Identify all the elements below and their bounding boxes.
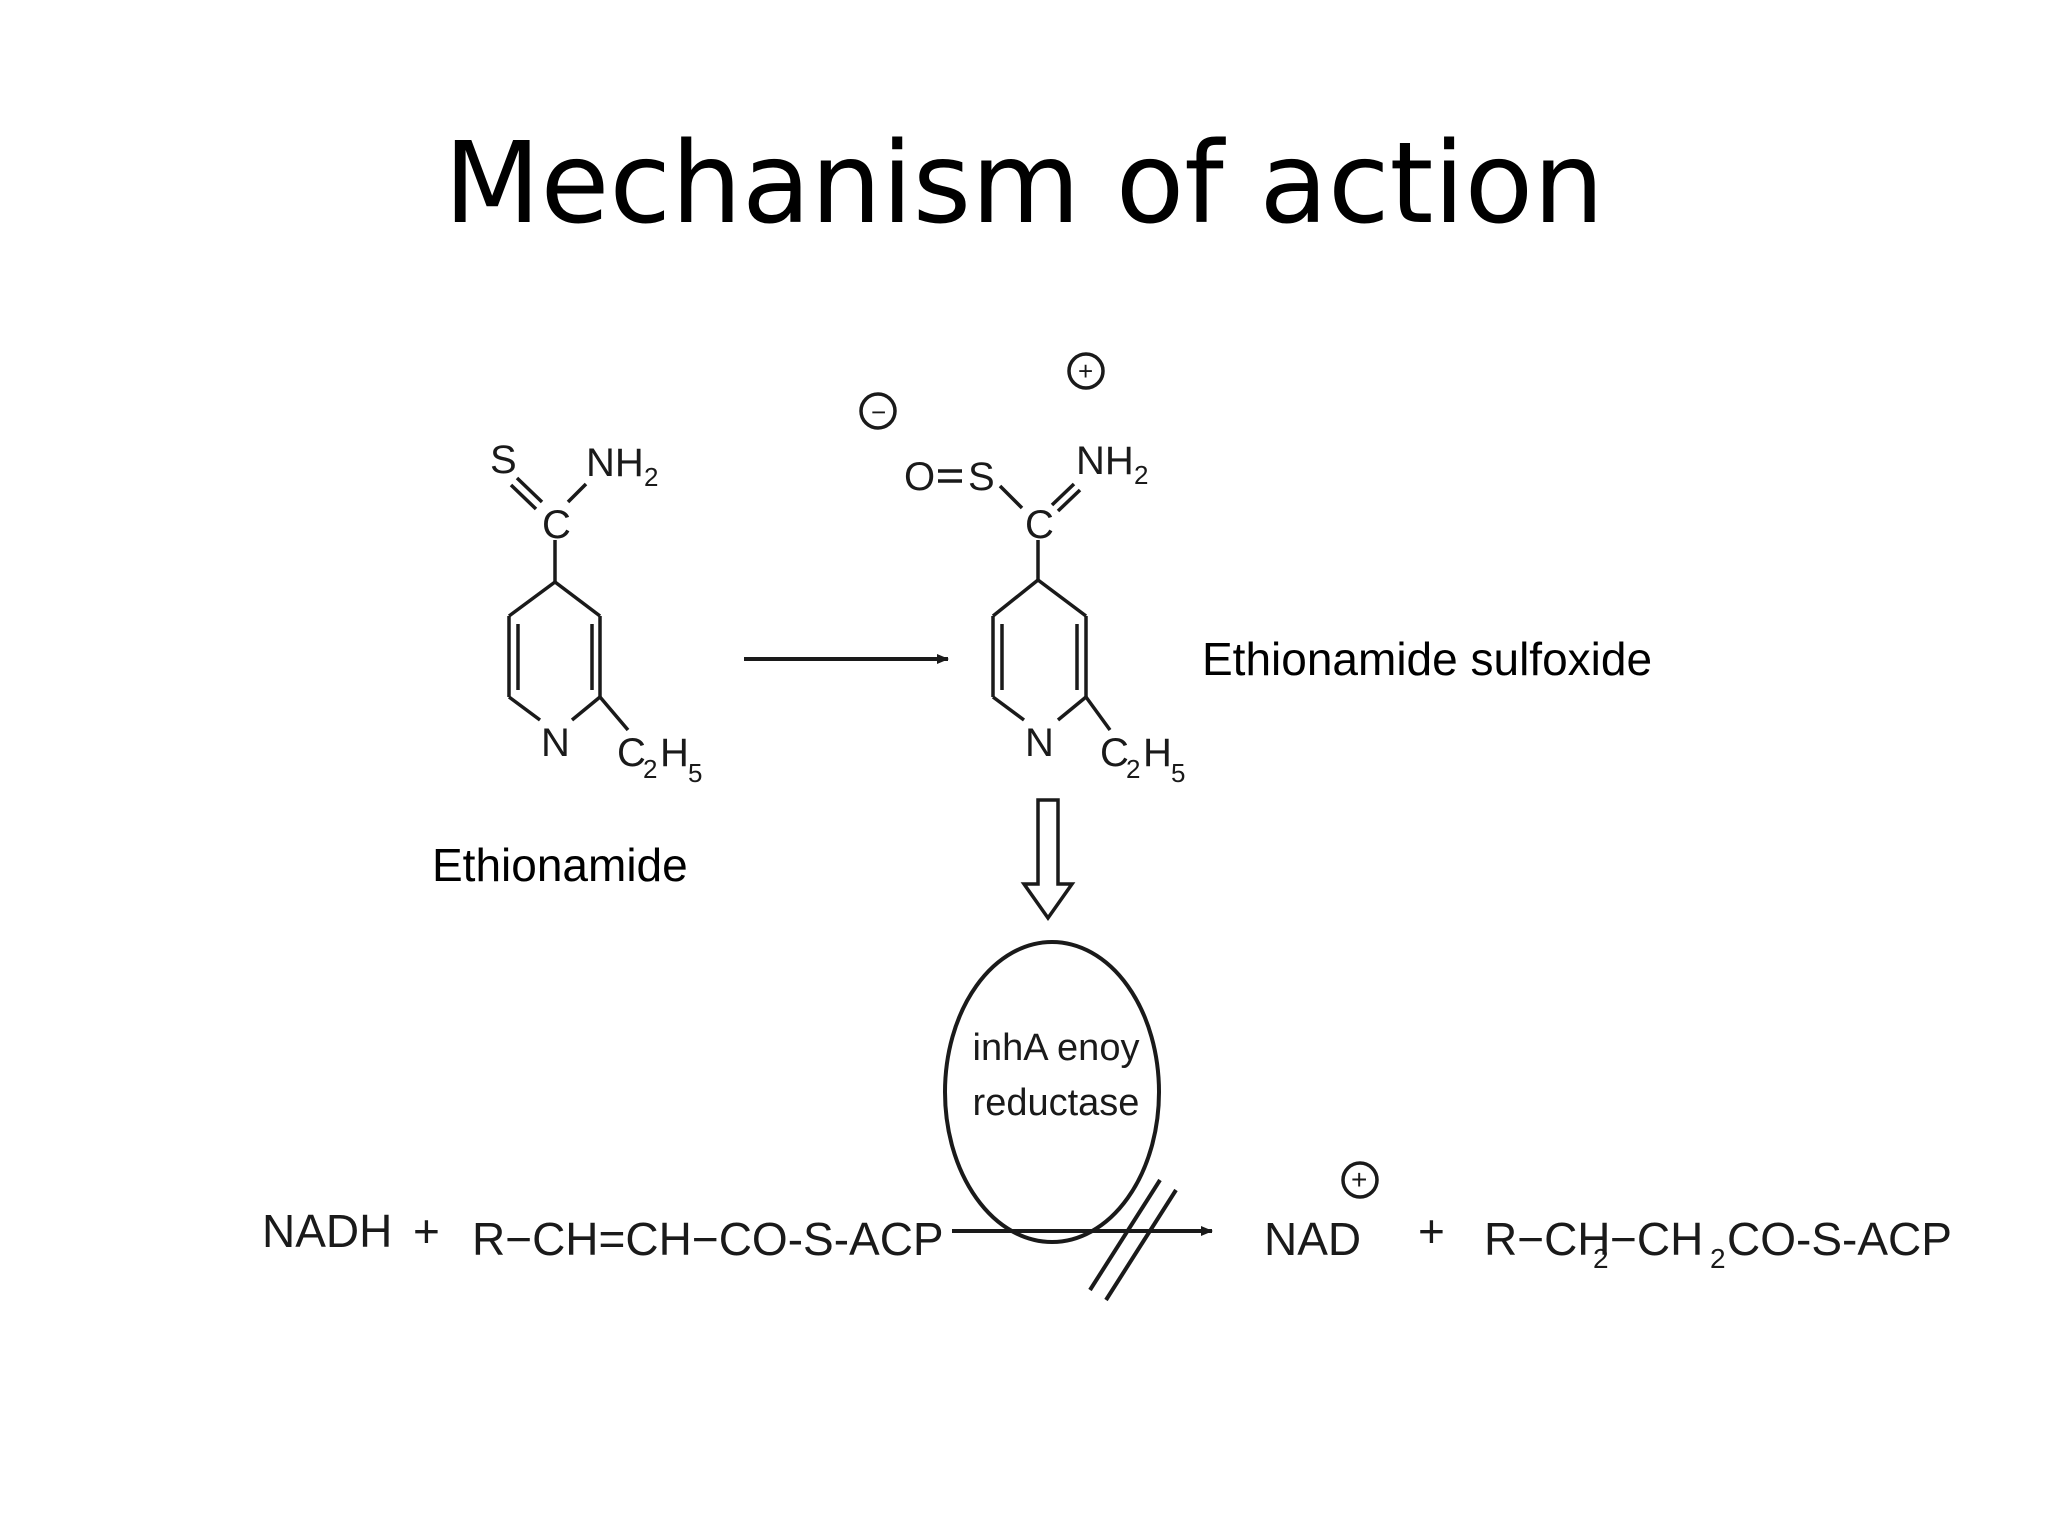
enzyme-label-line1: inhA enoy bbox=[973, 1027, 1140, 1069]
sulfoxide-plus-charge: + bbox=[1078, 356, 1093, 386]
ethionamide-ethyl-c-sub: 2 bbox=[643, 754, 657, 784]
ethionamide-structure bbox=[507, 476, 630, 732]
sulfoxide-structure bbox=[859, 352, 1112, 732]
ethionamide-amine-label: NH bbox=[586, 441, 644, 485]
block-slash-1 bbox=[1088, 1178, 1162, 1292]
reaction-plus-2: + bbox=[1418, 1205, 1445, 1257]
sulfoxide-sulfur-label: S bbox=[968, 455, 995, 499]
product-tail: CO-S-ACP bbox=[1727, 1213, 1952, 1265]
ethionamide-carbon-label: C bbox=[542, 503, 571, 547]
nad-charge-sign: + bbox=[1351, 1164, 1367, 1195]
ethionamide-nitrogen-label: N bbox=[541, 721, 570, 765]
sulfoxide-ethyl-c-sub: 2 bbox=[1126, 754, 1140, 784]
sulfoxide-nitrogen-label: N bbox=[1025, 721, 1054, 765]
ethionamide-caption: Ethionamide bbox=[432, 839, 688, 891]
enzyme-ellipse bbox=[943, 940, 1161, 1244]
reactant-nadh: NADH bbox=[262, 1205, 392, 1257]
product-nad: NAD bbox=[1264, 1213, 1361, 1265]
ethionamide-ethyl-c: C bbox=[617, 731, 646, 775]
nad-charge-circle bbox=[1341, 1161, 1379, 1199]
product-middle: −CH bbox=[1610, 1213, 1703, 1265]
product-prefix: R−CH bbox=[1484, 1213, 1611, 1265]
sulfoxide-carbon-label: C bbox=[1025, 503, 1054, 547]
sulfoxide-caption: Ethionamide sulfoxide bbox=[1202, 633, 1653, 685]
sulfoxide-amine-subscript: 2 bbox=[1134, 460, 1148, 490]
sulfoxide-minus-charge: − bbox=[871, 397, 886, 427]
product-sub-1: 2 bbox=[1593, 1243, 1609, 1274]
sulfoxide-ethyl-c: C bbox=[1100, 731, 1129, 775]
reactant-acyl-acp: R−CH=CH−CO-S-ACP bbox=[472, 1213, 944, 1265]
product-sub-2: 2 bbox=[1710, 1243, 1726, 1274]
sulfoxide-oxygen-label: O bbox=[904, 455, 935, 499]
ethionamide-sulfur-label: S bbox=[490, 438, 517, 482]
hollow-down-arrow bbox=[1020, 798, 1076, 922]
sulfoxide-amine-label: NH bbox=[1076, 439, 1134, 483]
slide-title: Mechanism of action bbox=[443, 119, 1605, 249]
enzyme-label-line2: reductase bbox=[973, 1082, 1140, 1124]
sulfoxide-ethyl-h-sub: 5 bbox=[1171, 758, 1185, 788]
sulfoxide-ethyl-h: H bbox=[1143, 731, 1172, 775]
block-slash-2 bbox=[1104, 1188, 1178, 1302]
ethionamide-amine-subscript: 2 bbox=[644, 462, 658, 492]
ethionamide-ethyl-h: H bbox=[660, 731, 689, 775]
ethionamide-ethyl-h-sub: 5 bbox=[688, 758, 702, 788]
reaction-plus-1: + bbox=[413, 1205, 440, 1257]
